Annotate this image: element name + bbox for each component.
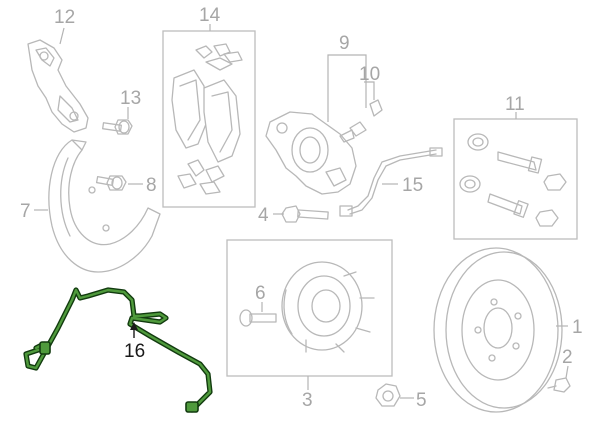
part-9-caliper[interactable] [265,111,357,195]
callout-14: 14 [199,5,221,26]
leader-2 [565,365,569,379]
callout-11: 11 [505,94,525,115]
callout-5: 5 [416,390,427,411]
part-11-guide-pin-kit[interactable] [453,118,578,240]
callout-6: 6 [255,283,266,304]
callout-10: 10 [359,64,380,85]
part-1-brake-rotor[interactable] [433,247,563,413]
callout-4: 4 [258,205,269,226]
part-2-screw[interactable] [547,377,571,393]
part-12-caliper-bracket[interactable] [27,39,89,133]
leader-9a [327,54,348,122]
callout-3: 3 [302,390,313,411]
part-15-brake-hose[interactable] [339,147,443,217]
callout-15: 15 [402,175,423,196]
part-14-brake-pad-kit[interactable] [162,30,256,208]
callout-2: 2 [562,347,573,368]
box-14 [162,30,256,208]
part-10-bleeder-screw[interactable] [339,99,383,143]
box-11 [453,118,578,240]
part-4-bolt[interactable] [281,205,329,223]
part-3-hub-assembly[interactable] [226,239,393,377]
part-7-dust-shield[interactable] [48,139,161,273]
leader-10 [364,81,375,100]
callout-12: 12 [54,7,75,28]
box-3 [226,239,393,377]
callout-9: 9 [339,33,350,54]
callout-16: 16 [124,341,145,362]
part-13-bolt[interactable] [102,119,133,135]
callout-1: 1 [572,317,583,338]
part-6-wheel-stud[interactable] [239,309,277,327]
callout-8: 8 [146,175,157,196]
leader-12 [59,27,65,45]
part-16-abs-sensor-harness[interactable] [23,287,213,413]
callout-13: 13 [120,88,141,109]
part-8-bolt[interactable] [95,175,127,191]
part-5-hub-nut[interactable] [375,383,401,407]
callout-7: 7 [20,201,31,222]
leader-9b [348,54,367,108]
leader-16-arrowhead [130,322,138,330]
